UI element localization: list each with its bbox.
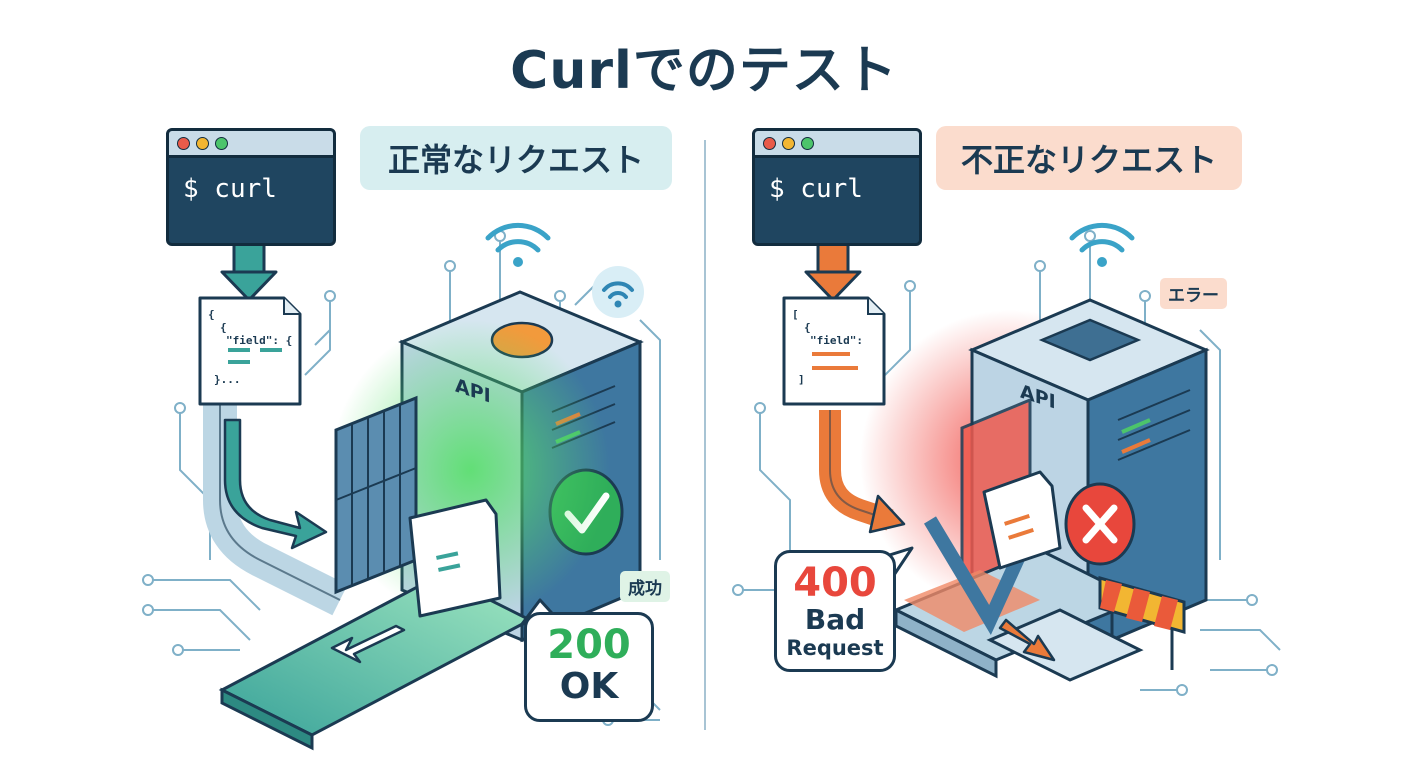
doc-line: { [208, 308, 215, 321]
close-dot-icon [177, 136, 190, 150]
left-terminal-command: $ curl [183, 174, 277, 204]
left-wifi-icon [485, 222, 551, 267]
right-terminal-window: $ curl [752, 128, 922, 246]
maximize-dot-icon [801, 136, 814, 150]
error-status-text-2: Request [786, 636, 884, 660]
left-down-arrow-icon [220, 242, 278, 302]
maximize-dot-icon [215, 136, 228, 150]
doc-spacer [792, 347, 863, 373]
minimize-dot-icon [782, 136, 795, 150]
doc-line: ] [798, 373, 805, 386]
right-circuit-nodes [732, 230, 1278, 696]
error-tag: エラー [1160, 278, 1227, 309]
right-terminal-command: $ curl [769, 174, 863, 204]
left-request-document [198, 296, 302, 406]
doc-line: "field": [810, 334, 863, 347]
error-response-bubble: 400 Bad Request [774, 550, 896, 672]
page-title: Curlでのテスト [510, 41, 898, 101]
right-document-text: [ { "field": ] [792, 308, 863, 386]
left-wifi-badge-icon [592, 266, 644, 318]
error-status-text-1: Bad [804, 603, 866, 636]
left-terminal-window: $ curl [166, 128, 336, 246]
doc-line: "field": { [226, 334, 293, 347]
doc-line: }... [214, 373, 241, 386]
close-dot-icon [763, 136, 776, 150]
doc-line: [ [792, 308, 799, 321]
right-rejected-document [982, 470, 1062, 570]
invalid-request-label: 不正なリクエスト [936, 126, 1242, 190]
success-status-text: OK [559, 666, 619, 707]
left-passing-document [408, 498, 502, 618]
doc-spacer [208, 347, 292, 373]
success-tag: 成功 [620, 571, 670, 602]
left-terminal-titlebar [169, 131, 333, 158]
barricade-icon [1098, 576, 1186, 670]
left-exit-arrow-icon [330, 624, 406, 664]
left-document-text: { { "field": { }... [208, 308, 292, 386]
panel-divider [704, 140, 706, 730]
right-terminal-titlebar [755, 131, 919, 158]
right-exit-arrow-icon [998, 618, 1056, 662]
normal-request-label: 正常なリクエスト [360, 126, 672, 190]
doc-line: { [220, 321, 227, 334]
doc-line: { [804, 321, 811, 334]
error-x-icon [1064, 482, 1136, 566]
success-status-code: 200 [547, 622, 631, 668]
right-request-document [782, 296, 886, 406]
success-response-bubble: 200 OK [524, 612, 654, 722]
right-exit-path [986, 608, 1144, 682]
right-wifi-icon [1069, 222, 1135, 267]
right-down-arrow-icon [804, 242, 862, 302]
left-gateway [334, 395, 418, 595]
minimize-dot-icon [196, 136, 209, 150]
left-flow-arrow-icon [223, 418, 328, 550]
error-status-code: 400 [793, 560, 877, 606]
